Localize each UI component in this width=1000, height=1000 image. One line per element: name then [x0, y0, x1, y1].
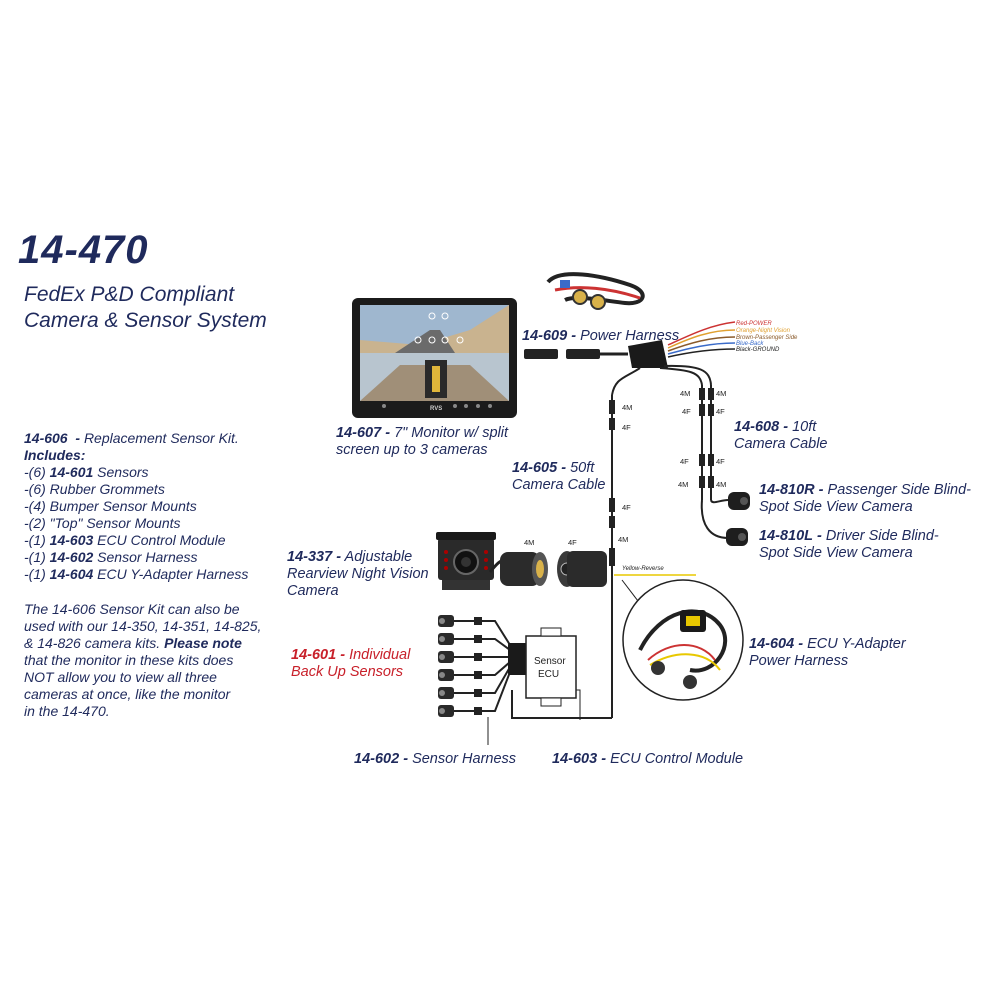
power-harness-image [546, 272, 645, 310]
label-y-adapter: 14-604 - ECU Y-Adapter Power Harness [749, 636, 906, 669]
ecu-module-image [525, 627, 581, 720]
power-harness-hub [524, 321, 736, 396]
label-sensors: 14-601 - Individual Back Up Sensors [291, 647, 411, 680]
tag-4f: 4F [622, 503, 631, 512]
label-sensor-harness: 14-602 - Sensor Harness [354, 751, 517, 767]
label-ecu: 14-603 - ECU Control Module [552, 751, 744, 767]
page-title: 14-470 [18, 228, 149, 272]
tag-4m: 4M [618, 535, 628, 544]
page-subtitle: FedEx P&D Compliant Camera & Sensor Syst… [24, 282, 344, 334]
monitor-image [352, 298, 517, 418]
tag-4m: 4M [716, 389, 726, 398]
tag-4m: 4M [678, 480, 688, 489]
camera-connector-male [488, 552, 548, 586]
kit-code: 14-606 [24, 430, 68, 446]
label-passenger-camera: 14-810R - Passenger Side Blind- Spot Sid… [759, 482, 972, 515]
label-camera-cable-10ft: 14-608 - 10ft Camera Cable [734, 419, 828, 452]
kit-item: -(1) 14-604 ECU Y-Adapter Harness [24, 566, 249, 582]
kit-item: -(6) 14-601 Sensors [24, 464, 149, 480]
backup-sensors-image [438, 615, 454, 717]
wire-red-label: Red-POWER [736, 321, 772, 327]
kit-item: -(4) Bumper Sensor Mounts [24, 498, 197, 514]
subtitle-line-1: FedEx P&D Compliant [24, 283, 235, 306]
rearview-camera-image [436, 532, 496, 590]
camera-connector-female [557, 551, 607, 587]
label-power-harness: 14-609 - Power Harness [522, 328, 680, 344]
tag-4f: 4F [680, 457, 689, 466]
kit-item: -(1) 14-602 Sensor Harness [24, 549, 198, 565]
wire-black-label: Black-GROUND [736, 347, 780, 353]
ecu-box-label-line2: ECU [538, 669, 559, 680]
tag-4f: 4F [716, 407, 725, 416]
wire-brown-label: Brown-Passenger Side [736, 335, 798, 341]
kit-note: The 14-606 Sensor Kit can also be used w… [24, 601, 262, 719]
tag-4f: 4F [622, 423, 631, 432]
y-adapter-harness-image [611, 579, 744, 718]
subtitle-line-2: Camera & Sensor System [24, 309, 267, 332]
wire-blue-label: Blue-Back [736, 341, 764, 347]
tag-4f: 4F [716, 457, 725, 466]
wire-orange-label: Orange-Night Vision [736, 328, 791, 334]
kit-name: Replacement Sensor Kit. [83, 430, 239, 446]
wire-yellow-label: Yellow-Reverse [622, 566, 664, 572]
driver-side-camera-image [726, 528, 748, 546]
kit-items: -(6) 14-601 Sensors -(6) Rubber Grommets… [24, 464, 248, 583]
label-rear-camera: 14-337 - Adjustable Rearview Night Visio… [287, 549, 429, 599]
tag-4m: 4M [524, 538, 534, 547]
ecu-box-label-line1: Sensor [534, 656, 566, 667]
kit-heading: 14-606 - Replacement Sensor Kit. [24, 430, 239, 446]
sensor-harness-image [454, 617, 528, 745]
passenger-side-camera-image [728, 492, 750, 510]
tag-4f: 4F [568, 538, 577, 547]
camera-cable-10ft [699, 385, 729, 539]
tag-4m: 4M [622, 403, 632, 412]
label-camera-cable-50ft: 14-605 - 50ft Camera Cable [512, 460, 606, 493]
tag-4m: 4M [716, 480, 726, 489]
label-driver-camera: 14-810L - Driver Side Blind- Spot Side V… [759, 528, 939, 561]
kit-includes-label: Includes: [24, 447, 86, 463]
kit-item: -(6) Rubber Grommets [24, 481, 165, 497]
kit-item: -(2) "Top" Sensor Mounts [24, 515, 181, 531]
kit-item: -(1) 14-603 ECU Control Module [24, 532, 226, 548]
tag-4m: 4M [680, 389, 690, 398]
tag-4f: 4F [682, 407, 691, 416]
monitor-brand: RVS [430, 406, 442, 412]
label-monitor: 14-607 - 7" Monitor w/ split screen up t… [336, 425, 508, 458]
